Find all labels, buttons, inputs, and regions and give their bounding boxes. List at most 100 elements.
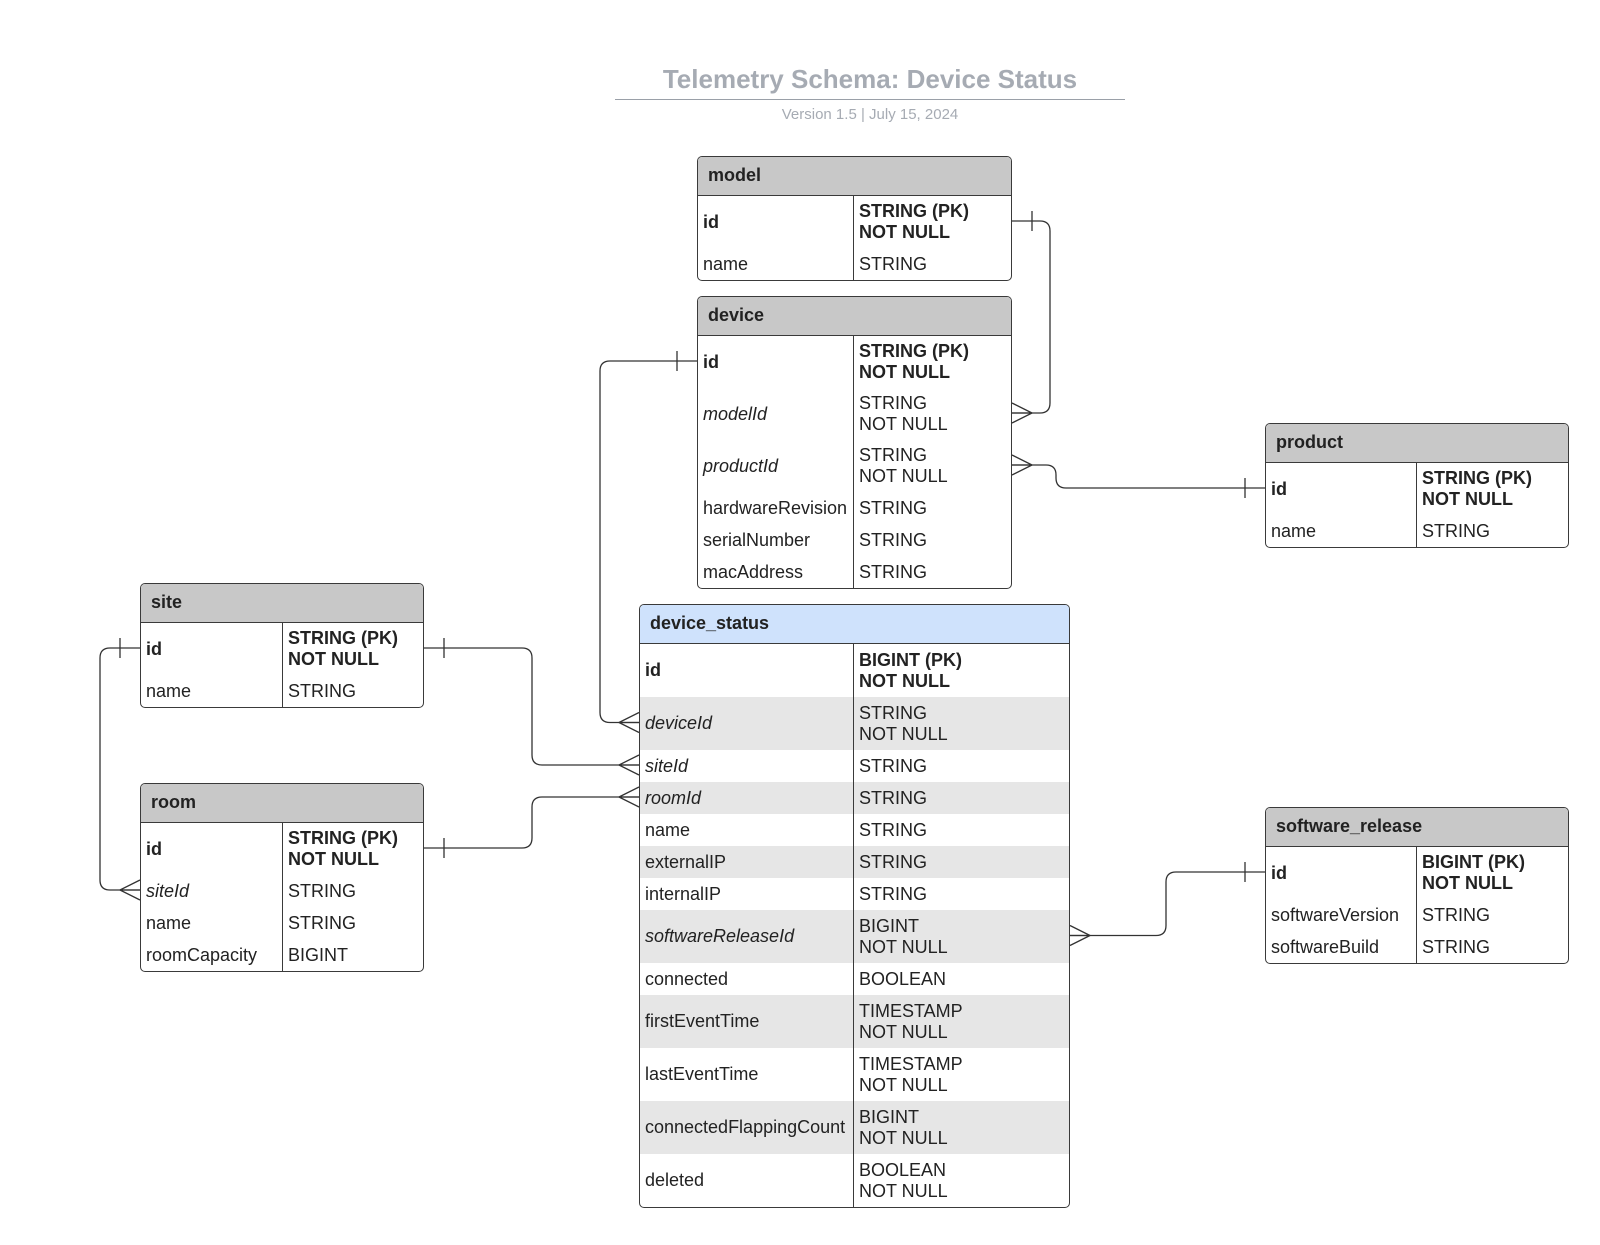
column-type: BIGINT (PK) NOT NULL — [853, 644, 1069, 697]
column-row: roomId STRING — [640, 782, 1069, 814]
many-marker — [618, 711, 640, 734]
column-name: deviceId — [645, 713, 713, 733]
column-type: BOOLEAN NOT NULL — [853, 1154, 1069, 1207]
column-row: deviceId STRING NOT NULL — [640, 697, 1069, 750]
column-name: externalIP — [645, 851, 727, 872]
entity-header: site — [141, 584, 423, 623]
column-name: roomId — [645, 787, 702, 808]
link-device-status — [599, 360, 697, 724]
column-row: name STRING — [1266, 515, 1568, 547]
column-name: softwareVersion — [1271, 904, 1400, 925]
column-type: STRING NOT NULL — [853, 388, 1011, 440]
link-room-status — [424, 796, 639, 849]
many-marker — [618, 754, 640, 776]
diagram-title: Telemetry Schema: Device Status — [662, 64, 1078, 94]
many-marker — [1011, 454, 1033, 476]
entity-model[interactable]: model id STRING (PK) NOT NULL name STRING — [697, 156, 1012, 281]
column-name: id — [146, 638, 162, 659]
column-name: macAddress — [703, 561, 804, 582]
column-type: STRING (PK) NOT NULL — [1416, 463, 1568, 515]
column-name: name — [146, 912, 192, 933]
link-model-device — [1012, 220, 1051, 414]
column-row: externalIP STRING — [640, 846, 1069, 878]
column-type: STRING — [282, 875, 423, 907]
column-name: name — [645, 819, 691, 840]
many-marker — [119, 879, 141, 901]
column-row: id BIGINT (PK) NOT NULL — [640, 644, 1069, 697]
column-type: STRING — [853, 846, 1069, 878]
link-product-device — [1012, 464, 1265, 489]
column-row: softwareVersion STRING — [1266, 899, 1568, 931]
column-name: id — [146, 838, 162, 859]
link-site-room — [99, 647, 140, 891]
column-type: STRING — [853, 814, 1069, 846]
column-row: roomCapacity BIGINT — [141, 939, 423, 971]
entity-header: device — [698, 297, 1011, 336]
column-type: STRING (PK) NOT NULL — [853, 336, 1011, 388]
column-name: softwareBuild — [1271, 936, 1380, 957]
column-name: name — [1271, 520, 1317, 541]
column-type: BIGINT NOT NULL — [853, 910, 1069, 963]
column-type: STRING — [1416, 931, 1568, 963]
column-type: STRING — [853, 248, 1011, 280]
entity-header: model — [698, 157, 1011, 196]
column-name: id — [1271, 478, 1287, 499]
diagram-subtitle: Version 1.5 | July 15, 2024 — [781, 106, 959, 123]
column-name: siteId — [146, 880, 190, 901]
column-name: roomCapacity — [146, 944, 258, 965]
column-type: BOOLEAN — [853, 963, 1069, 995]
column-name: deleted — [645, 1170, 705, 1190]
column-type: STRING — [853, 492, 1011, 524]
column-row: softwareBuild STRING — [1266, 931, 1568, 963]
column-type: BIGINT NOT NULL — [853, 1101, 1069, 1154]
column-type: STRING — [1416, 515, 1568, 547]
column-name: id — [703, 211, 719, 232]
column-name: productId — [703, 455, 779, 476]
column-type: STRING NOT NULL — [853, 697, 1069, 750]
column-name: serialNumber — [703, 529, 811, 550]
column-type: TIMESTAMP NOT NULL — [853, 1048, 1069, 1101]
many-marker — [618, 786, 640, 808]
column-type: STRING — [1416, 899, 1568, 931]
column-name: name — [703, 253, 749, 274]
column-type: STRING — [853, 750, 1069, 782]
column-type: STRING (PK) NOT NULL — [853, 196, 1011, 248]
column-row: name STRING — [141, 907, 423, 939]
many-marker — [1011, 402, 1033, 424]
entity-header: device_status — [640, 605, 1069, 644]
column-type: STRING — [282, 907, 423, 939]
column-name: id — [645, 660, 661, 680]
column-type: BIGINT — [282, 939, 423, 971]
column-type: STRING — [853, 878, 1069, 910]
column-name: firstEventTime — [645, 1011, 760, 1031]
column-row: siteId STRING — [640, 750, 1069, 782]
column-name: siteId — [645, 755, 689, 776]
column-type: STRING — [853, 556, 1011, 588]
many-marker — [1069, 924, 1091, 947]
column-type: STRING — [853, 782, 1069, 814]
column-row: siteId STRING — [141, 875, 423, 907]
column-name: hardwareRevision — [703, 497, 848, 518]
column-name: name — [146, 680, 192, 701]
